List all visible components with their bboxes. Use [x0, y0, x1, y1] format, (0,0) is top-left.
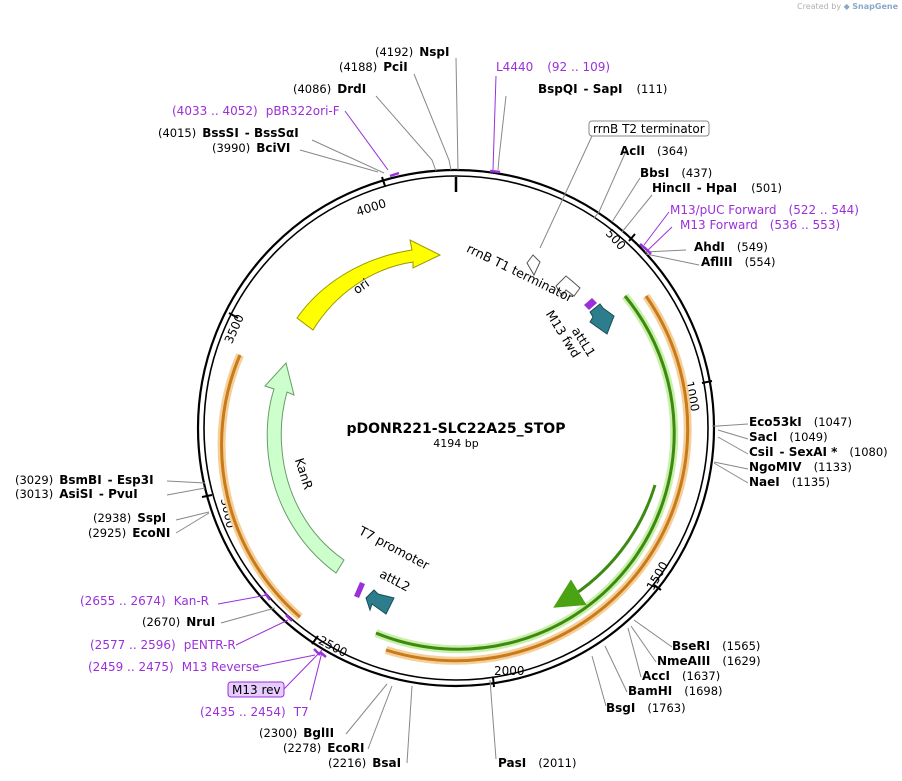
plasmid-length: 4194 bp — [433, 437, 478, 450]
backbone-outer — [196, 168, 716, 688]
m13-rev-label: M13 rev — [232, 683, 281, 697]
m13-fwd-feature — [584, 298, 597, 310]
backbone-inner — [203, 175, 709, 681]
insert-green-arc — [375, 295, 676, 651]
site-bamhi: BamHI(1698) — [628, 684, 723, 698]
rrnb-t1-label: rrnB T1 terminator — [464, 241, 576, 306]
site-sspi: (2938)SspI — [93, 511, 166, 525]
snapgene-logo-icon: ◆ — [843, 2, 850, 11]
tick-marks — [201, 176, 713, 688]
tick-3500: 3500 — [222, 312, 247, 346]
rrnb-t2-box — [588, 120, 710, 137]
rrnb-t2-label: rrnB T2 terminator — [593, 122, 705, 136]
site-csii: CsiI- SexAI *(1080) — [749, 445, 888, 459]
site-ahdi: AhdI(549) — [694, 240, 768, 254]
site-ecoi: (2925)EcoNI — [88, 526, 170, 540]
t7-promoter-feature — [354, 582, 365, 598]
site-bsai: (2216)BsaI — [328, 756, 401, 770]
primer-pbr322ori-f: (4033 .. 4052)pBR322ori-F — [172, 104, 340, 118]
insert-green-halo — [374, 293, 679, 654]
leader-lines — [166, 57, 749, 764]
site-bspqi: BspQI- SapI(111) — [538, 82, 667, 96]
site-aflii: AflIII(554) — [701, 255, 776, 269]
snapgene-credit: Created by ◆ SnapGene — [797, 2, 898, 11]
tick-500: 500 — [603, 226, 629, 252]
t7-promoter-label: T7 promoter — [356, 522, 433, 573]
site-bbsi: BbsI(437) — [640, 166, 712, 180]
kanr-label: KanR — [292, 456, 316, 492]
insert-orange-arc — [385, 295, 690, 663]
attl1-feature — [589, 303, 615, 335]
kanr-feature — [264, 361, 345, 574]
site-acci: AccI(1637) — [642, 669, 720, 683]
tick-4000: 4000 — [355, 196, 388, 219]
kan-orange-arc — [220, 354, 301, 619]
rrnb-t1-feature — [555, 275, 581, 297]
primer-pentr-r: (2577 .. 2596)pENTR-R — [90, 638, 236, 652]
site-ngomiv: NgoMIV(1133) — [749, 460, 852, 474]
attl2-label: attL2 — [377, 566, 413, 594]
site-ecori: (2278)EcoRI — [283, 741, 365, 755]
primer-l4440: L4440(92 .. 109) — [496, 60, 610, 74]
site-bcivi: (3990)BciVI — [212, 141, 290, 155]
primer-m13-puc-forward: M13/pUC Forward(522 .. 544) — [670, 203, 859, 217]
primer-m13-reverse: (2459 .. 2475)M13 Reverse — [88, 660, 259, 674]
site-acli: AclI(364) — [620, 144, 688, 158]
site-nspi: (4192)NspI — [375, 45, 450, 59]
m13-rev-box — [227, 681, 285, 698]
primer-marks — [263, 169, 652, 658]
site-nmeaiii: NmeAIII(1629) — [657, 654, 761, 668]
site-nrui: (2670)NruI — [142, 615, 215, 629]
site-bglii: (2300)BglII — [259, 726, 334, 740]
site-asisi: (3013)AsiSI- PvuI — [15, 487, 138, 501]
rrnb-t2-leader — [539, 135, 593, 249]
tick-2000: 2000 — [494, 664, 525, 678]
primer-t7: (2435 .. 2454)T7 — [200, 705, 309, 719]
ori-feature — [296, 239, 442, 331]
credit-brand: SnapGene — [852, 2, 898, 11]
plasmid-name: pDONR221-SLC22A25_STOP — [347, 421, 566, 437]
site-drdi: (4086)DrdI — [293, 82, 366, 96]
credit-prefix: Created by — [797, 2, 842, 11]
site-bseri: BseRI(1565) — [672, 639, 760, 653]
site-pcii: (4188)PciI — [339, 60, 408, 74]
site-bsssi: (4015)BssSI- BssSαI — [158, 126, 299, 140]
primer-leader-lines — [217, 75, 673, 701]
m13-rev-leader — [283, 649, 323, 690]
site-pasi: PasI(2011) — [498, 756, 576, 770]
attl2-feature — [365, 589, 395, 615]
primer-kan-r: (2655 .. 2674)Kan-R — [80, 594, 209, 608]
site-eco53ki: Eco53kI(1047) — [749, 415, 852, 429]
site-hincii: HincII- HpaI(501) — [652, 181, 782, 195]
rrnb-t2-feature — [526, 254, 541, 277]
primer-m13-forward: M13 Forward(536 .. 553) — [680, 218, 840, 232]
site-naei: NaeI(1135) — [749, 475, 830, 489]
site-bsgi: BsgI(1763) — [606, 701, 686, 715]
site-bsmbi: (3029)BsmBI- Esp3I — [15, 473, 154, 487]
insert-green-inner-arc — [553, 484, 657, 608]
site-saci: SacI(1049) — [749, 430, 828, 444]
